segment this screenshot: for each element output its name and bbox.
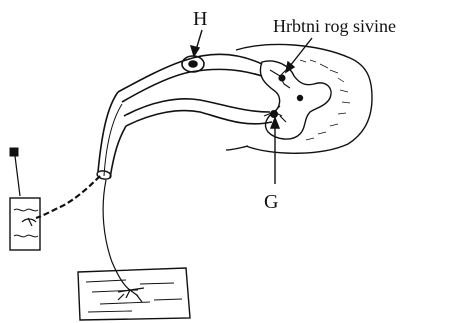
label-g: G <box>264 191 278 213</box>
label-h: H <box>193 8 207 30</box>
muscle-fibres <box>86 280 182 312</box>
motor-end-plates <box>118 288 144 302</box>
interneurons <box>264 70 290 122</box>
dorsal-root-lower <box>122 69 262 102</box>
muscle-icon <box>78 268 190 320</box>
sensory-fibre <box>36 176 100 218</box>
arrow-h-head <box>191 46 199 56</box>
skin-wave-2 <box>14 235 38 237</box>
spinal-nerve <box>96 92 126 180</box>
spinal-cord <box>226 44 372 153</box>
label-dorsal-horn: Hrbtni rog sivine <box>273 16 396 36</box>
pin-shaft <box>15 156 20 196</box>
cord-shading <box>300 60 350 140</box>
nerve-trunk-left <box>98 92 118 172</box>
central-canal <box>298 96 303 101</box>
motor-fibre <box>103 180 130 290</box>
ventral-root-upper <box>124 99 270 116</box>
motor-fibre-line <box>103 180 130 290</box>
pointer-arrows <box>191 30 312 184</box>
dorsal-root-upper <box>118 54 262 92</box>
dorsal-root <box>118 54 262 102</box>
arrow-g-head <box>271 118 279 128</box>
ganglion-cell <box>189 61 197 67</box>
arrow-horn-line <box>290 38 312 66</box>
dorsal-horn-cell <box>279 75 285 81</box>
skin-receptor-icon <box>10 198 40 250</box>
skin-wave-1 <box>14 209 38 211</box>
sensory-fibre-dashes <box>36 176 100 218</box>
ventral-root <box>124 99 272 126</box>
pin-icon <box>10 148 20 196</box>
pin-head <box>10 148 18 156</box>
ventral-root-lower <box>126 111 272 126</box>
skin-patch <box>10 198 40 250</box>
skin-receptor-ending <box>22 218 36 226</box>
nerve-trunk-right <box>110 126 126 178</box>
ventral-horn-cell <box>271 111 278 118</box>
